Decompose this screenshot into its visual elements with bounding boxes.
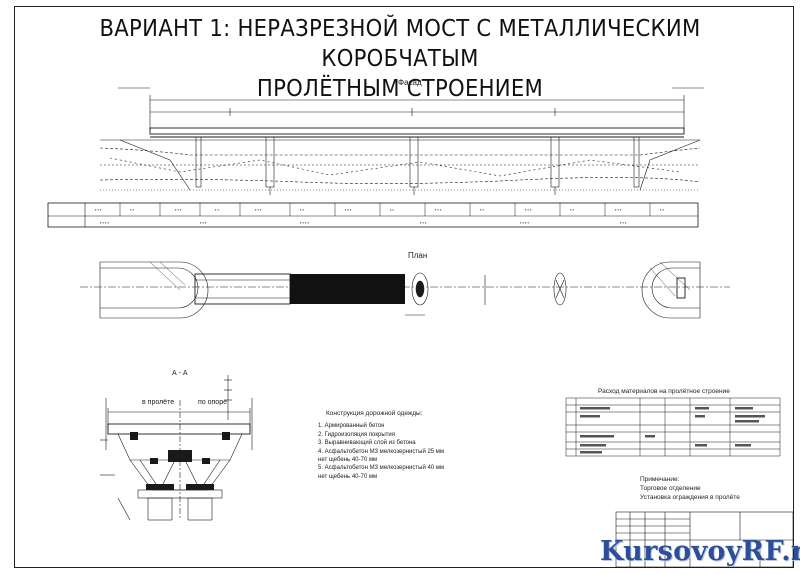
footnote-line: Торговое отделение <box>640 485 701 492</box>
svg-text:▪ ▪: ▪ ▪ <box>660 207 665 212</box>
notes-item: 2. Гидроизоляция покрытия <box>318 431 396 438</box>
svg-text:▪ ▪: ▪ ▪ <box>215 207 220 212</box>
svg-text:▪ ▪ ▪: ▪ ▪ ▪ <box>200 220 207 225</box>
plan-deck-black <box>290 274 405 304</box>
plan-label: План <box>408 251 428 260</box>
notes-item: 5. Асфальтобетон М3 мелкозернистый 40 мм <box>318 465 445 472</box>
svg-text:▪ ▪ ▪: ▪ ▪ ▪ <box>435 207 442 212</box>
svg-text:▪ ▪ ▪: ▪ ▪ ▪ <box>420 220 427 225</box>
svg-text:▪ ▪: ▪ ▪ <box>480 207 485 212</box>
svg-text:▪ ▪: ▪ ▪ <box>570 207 575 212</box>
svg-text:▪ ▪: ▪ ▪ <box>300 207 305 212</box>
svg-text:▪ ▪ ▪ ▪: ▪ ▪ ▪ ▪ <box>100 220 110 225</box>
svg-text:▪ ▪ ▪: ▪ ▪ ▪ <box>525 207 532 212</box>
svg-text:▪ ▪: ▪ ▪ <box>390 207 395 212</box>
svg-text:▪ ▪ ▪: ▪ ▪ ▪ <box>255 207 262 212</box>
svg-text:▪ ▪ ▪: ▪ ▪ ▪ <box>345 207 352 212</box>
watermark-logo: KursovoyRF.ru <box>600 536 800 567</box>
notes-heading: Конструкция дорожной одежды: <box>326 410 423 417</box>
svg-text:▪ ▪ ▪: ▪ ▪ ▪ <box>620 220 627 225</box>
drawing-title: ВАРИАНТ 1: НЕРАЗРЕЗНОЙ МОСТ С МЕТАЛЛИЧЕС… <box>32 14 768 104</box>
notes-item: нет щебень 40-70 мм <box>318 457 378 464</box>
svg-text:▪ ▪ ▪ ▪: ▪ ▪ ▪ ▪ <box>300 220 310 225</box>
notes-item: нет щебень 40-70 мм <box>318 473 378 480</box>
svg-text:▪ ▪ ▪: ▪ ▪ ▪ <box>95 207 102 212</box>
section-right-label: по опоре <box>198 399 227 406</box>
materials-table-title: Расход материалов на пролётное строение <box>598 388 730 395</box>
svg-text:▪ ▪: ▪ ▪ <box>130 207 135 212</box>
svg-text:▪ ▪ ▪: ▪ ▪ ▪ <box>615 207 622 212</box>
svg-text:▪ ▪ ▪ ▪: ▪ ▪ ▪ ▪ <box>520 220 530 225</box>
notes-item: 1. Армированный бетон <box>318 423 385 430</box>
drawing-frame <box>14 6 794 568</box>
footnote-line: Установка ограждения в пролёте <box>640 494 740 501</box>
footnote-heading: Примечание: <box>640 476 680 483</box>
footnote: Примечание: Торговое отделение Установка… <box>640 475 740 502</box>
svg-text:▪ ▪ ▪: ▪ ▪ ▪ <box>175 207 182 212</box>
section-label: А - А <box>172 370 188 377</box>
notes-item: 4. Асфальтобетон М3 мелкозернистый 25 мм <box>318 448 445 455</box>
title-line-1: ВАРИАНТ 1: НЕРАЗРЕЗНОЙ МОСТ С МЕТАЛЛИЧЕС… <box>99 16 701 72</box>
pavement-notes: Конструкция дорожной одежды: 1. Армирова… <box>318 410 444 481</box>
title-line-2: ПРОЛЁТНЫМ СТРОЕНИЕМ <box>256 76 544 102</box>
notes-item: 3. Выравнивающий слой из бетона <box>318 440 416 447</box>
section-left-label: в пролёте <box>142 399 175 406</box>
facade-label: Фасад <box>398 78 422 87</box>
